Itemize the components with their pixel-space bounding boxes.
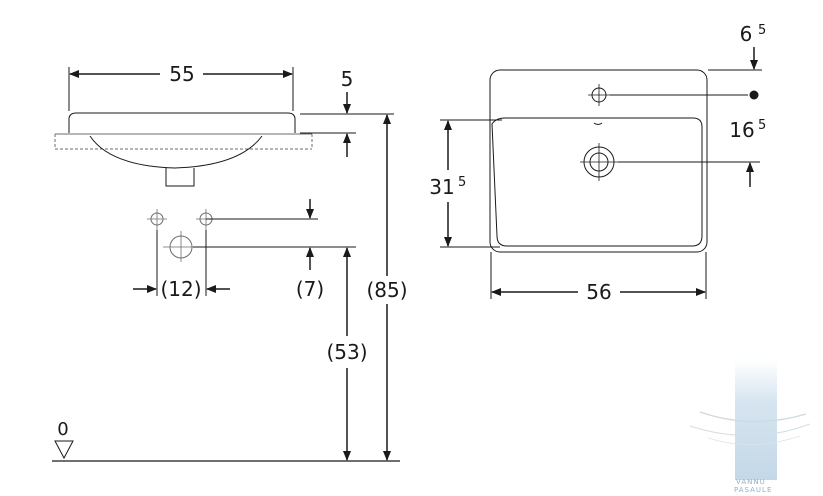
label-width-55: 55 (169, 62, 194, 86)
label-floor-0: 0 (57, 419, 68, 440)
label-tap-spacing: (12) (160, 277, 201, 301)
label-depth-sup: 5 (458, 175, 466, 190)
dimension-tap-offset: (7) (193, 199, 356, 301)
dimension-width-55: 55 (68, 62, 294, 111)
dimension-tap-spacing: (12) (133, 230, 230, 301)
label-rim-height: (85) (366, 278, 407, 302)
label-waste-offset-sup: 5 (758, 118, 766, 133)
label-width-56: 56 (586, 280, 611, 304)
waste-outlet-symbol (580, 143, 760, 181)
dimension-tap-offset-top: 6 5 (708, 22, 766, 71)
label-waste-offset: 16 (729, 118, 754, 142)
dimension-waste-offset: 16 5 (729, 118, 766, 187)
dimension-waste-height: (53) (326, 247, 368, 461)
top-view-basin (489, 69, 708, 253)
floor-reference: 0 (52, 419, 400, 462)
watermark-text: VANNU (736, 478, 766, 486)
label-rim-5: 5 (341, 67, 354, 91)
dimension-width-56: 56 (490, 252, 707, 304)
label-tap-offset-top-sup: 5 (758, 23, 766, 38)
watermark-text-2: PASAULE (734, 486, 772, 494)
label-tap-offset: (7) (296, 277, 324, 301)
dimension-depth: 31 5 (429, 119, 502, 248)
watermark-logo: VANNU PASAULE (689, 360, 811, 494)
label-waste-height: (53) (326, 340, 367, 364)
dimension-rim-height: (85) (300, 113, 408, 461)
dimension-rim-5: 5 (300, 67, 356, 157)
tap-hole-symbol (588, 84, 759, 106)
label-tap-offset-top: 6 (740, 22, 753, 46)
label-depth: 31 (429, 175, 454, 199)
side-view-basin (54, 112, 313, 187)
